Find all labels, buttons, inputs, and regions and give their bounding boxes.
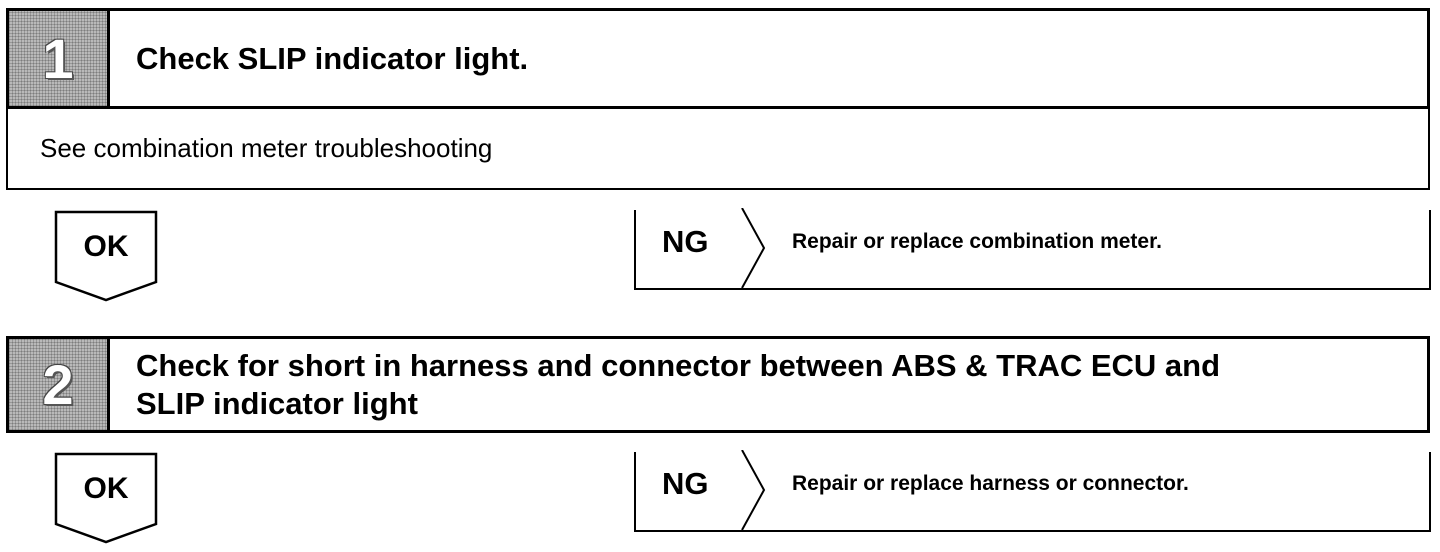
down-arrow-icon	[54, 210, 158, 302]
step-1-title: Check SLIP indicator light.	[136, 40, 529, 76]
step-2-ng-box: NG Repair or replace harness or connecto…	[634, 450, 1431, 532]
step-2-number: 2	[9, 339, 110, 430]
step-1-info-text: See combination meter troubleshooting	[40, 132, 493, 163]
step-1-ok-label: OK	[83, 230, 129, 263]
chevron-right-icon	[741, 450, 766, 530]
step-1-ng-action: Repair or replace combination meter.	[792, 230, 1162, 253]
step-1-ng-label: NG	[662, 224, 709, 259]
step-1-header: 1 Check SLIP indicator light.	[6, 8, 1430, 109]
down-arrow-icon	[54, 452, 158, 544]
step-1-ok-arrow: OK	[54, 210, 158, 302]
chevron-right-icon	[741, 208, 766, 288]
step-2-ng-label: NG	[662, 466, 709, 501]
step-2-header: 2 Check for short in harness and connect…	[6, 336, 1430, 433]
step-1-info: See combination meter troubleshooting	[6, 108, 1430, 190]
step-2-ok-label: OK	[83, 472, 129, 505]
step-2-title: Check for short in harness and connector…	[110, 339, 1427, 430]
step-2-ok-arrow: OK	[54, 452, 158, 544]
step-2-ng-action: Repair or replace harness or connector.	[792, 472, 1189, 495]
step-1-number: 1	[9, 11, 110, 106]
step-1-ng-box: NG Repair or replace combination meter.	[634, 208, 1431, 290]
step-2-title-line-1: Check for short in harness and connector…	[136, 347, 1221, 383]
step-2-title-line-2: SLIP indicator light	[136, 385, 418, 421]
